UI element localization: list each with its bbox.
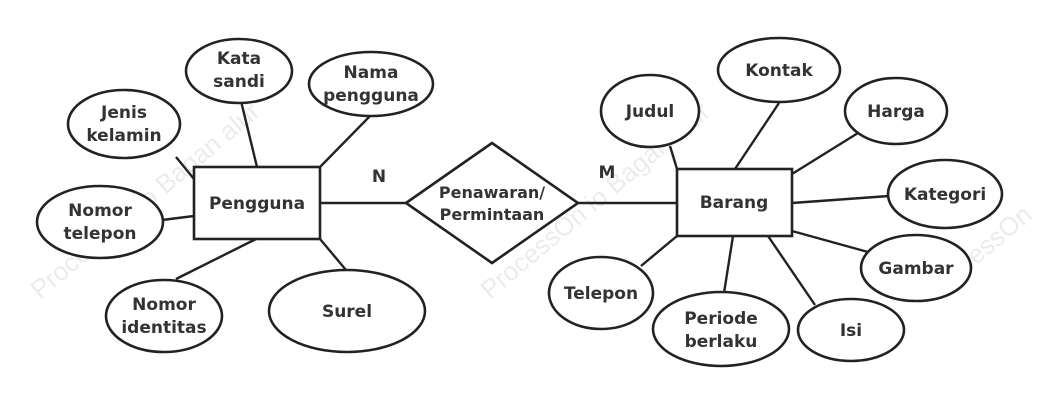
- relationship-penawaran-permintaan: [403, 141, 581, 265]
- attr-nama-pengguna-line2: pengguna: [323, 86, 419, 106]
- cardinality-m: M: [599, 163, 616, 183]
- attr-nomor-identitas: [104, 278, 224, 354]
- attr-periode-berlaku-line2: berlaku: [685, 332, 758, 352]
- attr-periode-berlaku-line1: Periode: [684, 309, 758, 329]
- attr-nama-pengguna: [307, 50, 435, 118]
- connector-nomor-telepon: [161, 214, 195, 222]
- attr-nomor-telepon: [35, 184, 165, 260]
- attr-harga-label: Harga: [867, 102, 925, 122]
- attr-telepon: [547, 255, 655, 331]
- relationship-label-line1: Penawaran/: [439, 183, 545, 202]
- attr-nomor-identitas-line1: Nomor: [132, 295, 196, 315]
- attr-kata-sandi-line1: Kata: [217, 49, 261, 69]
- connector-gambar: [791, 229, 869, 254]
- attr-kontak: [716, 36, 842, 104]
- connector-judul: [668, 145, 679, 170]
- connector-kontak: [734, 102, 780, 170]
- cardinality-n: N: [372, 167, 386, 187]
- attr-kontak-label: Kontak: [745, 61, 813, 81]
- connector-harga: [791, 131, 859, 176]
- connector-jenis-kelamin: [175, 156, 195, 180]
- attr-gambar: [859, 233, 973, 303]
- connector-telepon: [640, 235, 678, 267]
- connector-surel: [319, 238, 347, 271]
- relationship-label-line2: Permintaan: [440, 205, 545, 224]
- connector-isi: [767, 235, 816, 306]
- connector-nama-pengguna: [319, 114, 372, 168]
- attr-periode-berlaku: [651, 290, 791, 368]
- attr-harga: [843, 76, 949, 146]
- attr-nama-pengguna-line1: Nama: [344, 63, 399, 83]
- connector-kategori: [791, 194, 890, 205]
- connector-nomor-identitas: [175, 237, 257, 281]
- attr-isi: [796, 297, 906, 363]
- attr-nomor-identitas-line2: identitas: [121, 318, 206, 338]
- entity-pengguna-label: Pengguna: [209, 194, 305, 214]
- attr-gambar-label: Gambar: [878, 259, 954, 279]
- connector-periode-berlaku: [722, 235, 735, 294]
- attr-kata-sandi: [184, 37, 294, 105]
- attr-jenis-kelamin: [66, 88, 182, 160]
- attr-surel-label: Surel: [322, 302, 372, 322]
- attr-jenis-kelamin-line1: Jenis: [100, 103, 147, 123]
- attr-kata-sandi-line2: sandi: [213, 72, 265, 92]
- attr-judul: [599, 73, 701, 149]
- attr-jenis-kelamin-line2: kelamin: [86, 126, 161, 146]
- connector-kata-sandi: [239, 100, 259, 168]
- attr-telepon-label: Telepon: [564, 284, 638, 304]
- attr-judul-label: Judul: [625, 102, 675, 122]
- attr-kategori: [886, 158, 1004, 230]
- attr-surel: [267, 268, 427, 354]
- attr-kategori-label: Kategori: [904, 185, 986, 205]
- attr-nomor-telepon-line1: Nomor: [68, 201, 132, 221]
- attr-isi-label: Isi: [840, 321, 862, 341]
- entity-barang-label: Barang: [700, 193, 769, 213]
- entity-barang: [675, 167, 794, 238]
- entity-pengguna: [192, 165, 322, 241]
- attr-nomor-telepon-line2: telepon: [64, 224, 137, 244]
